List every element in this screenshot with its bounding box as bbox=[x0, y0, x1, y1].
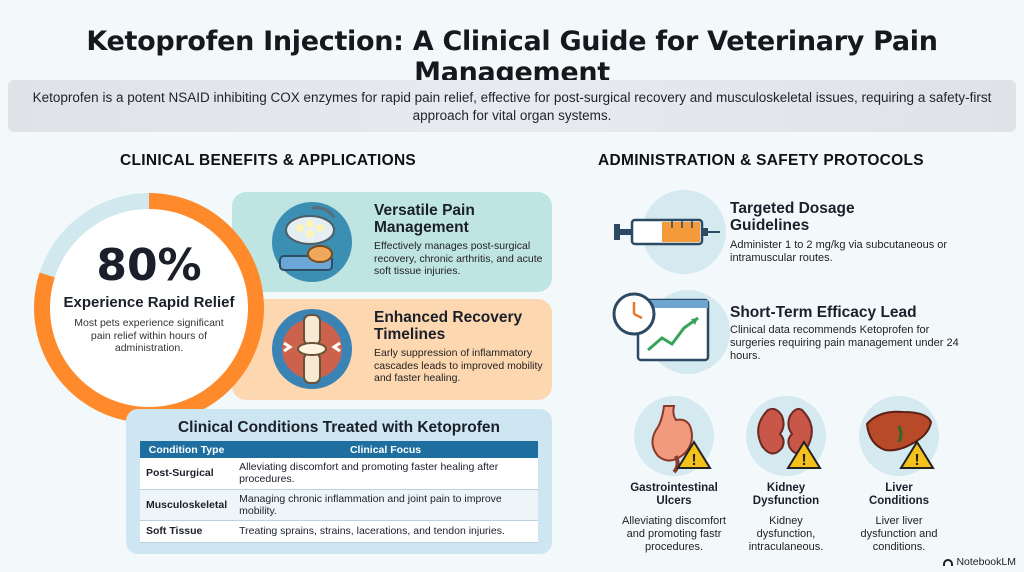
clinical-focus: Alleviating discomfort and promoting fas… bbox=[233, 458, 538, 490]
clinical-focus: Treating sprains, strains, lacerations, … bbox=[233, 520, 538, 543]
clinical-focus: Managing chronic inflammation and joint … bbox=[233, 489, 538, 521]
efficacy-item: Short-Term Efficacy Lead Clinical data r… bbox=[612, 290, 1012, 380]
organ-text: Kidney dysfunction, intraculaneous. bbox=[748, 515, 824, 553]
condition-type: Post-Surgical bbox=[140, 458, 234, 490]
organ-title: Liver Conditions bbox=[868, 482, 930, 507]
kidney-warning-icon: ! bbox=[746, 396, 826, 476]
organ-liver: ! Liver Conditions Liver liver dysfuncti… bbox=[856, 396, 942, 554]
svg-text:!: ! bbox=[914, 452, 919, 469]
svg-text:!: ! bbox=[691, 452, 696, 469]
stat-value: 80% bbox=[96, 240, 202, 291]
versatile-pain-card: Versatile Pain Management Effectively ma… bbox=[232, 192, 552, 292]
organ-title: Gastrointestinal Ulcers bbox=[630, 482, 718, 507]
clock-chart-icon bbox=[612, 290, 712, 375]
efficacy-title: Short-Term Efficacy Lead bbox=[730, 304, 917, 321]
brand-label: NotebookLM bbox=[943, 556, 1016, 568]
table-row: Post-Surgical Alleviating discomfort and… bbox=[140, 458, 538, 490]
surgical-lamp-icon bbox=[272, 202, 352, 282]
organ-kidney: ! Kidney Dysfunction Kidney dysfunction,… bbox=[746, 396, 826, 554]
conditions-title: Clinical Conditions Treated with Ketopro… bbox=[177, 419, 501, 436]
intro-banner: Ketoprofen is a potent NSAID inhibiting … bbox=[8, 80, 1016, 132]
organ-title: Kidney Dysfunction bbox=[752, 482, 820, 507]
conditions-table: Condition Type Clinical Focus Post-Surgi… bbox=[140, 441, 538, 543]
liver-warning-icon: ! bbox=[859, 396, 939, 476]
table-row: Soft Tissue Treating sprains, strains, l… bbox=[140, 520, 538, 543]
stat-label: Experience Rapid Relief bbox=[63, 294, 235, 311]
svg-text:!: ! bbox=[801, 452, 806, 469]
dosage-item: Targeted Dosage Guidelines Administer 1 … bbox=[612, 190, 1012, 280]
page-title: Ketoprofen Injection: A Clinical Guide f… bbox=[86, 26, 938, 88]
conditions-panel: Clinical Conditions Treated with Ketopro… bbox=[126, 409, 552, 554]
efficacy-text: Clinical data recommends Ketoprofen for … bbox=[730, 324, 959, 362]
dosage-title: Targeted Dosage Guidelines bbox=[730, 200, 855, 234]
syringe-icon bbox=[612, 212, 722, 257]
stomach-warning-icon: ! bbox=[634, 396, 714, 476]
organ-text: Alleviating discomfort and promoting fas… bbox=[622, 515, 726, 553]
table-header: Condition Type bbox=[140, 441, 234, 458]
brand-text: NotebookLM bbox=[956, 556, 1016, 568]
recovery-card: Enhanced Recovery Timelines Early suppre… bbox=[232, 299, 552, 400]
card-title: Versatile Pain Management bbox=[374, 202, 475, 236]
table-header: Clinical Focus bbox=[233, 441, 538, 458]
benefits-heading: CLINICAL BENEFITS & APPLICATIONS bbox=[120, 152, 417, 169]
card-title: Enhanced Recovery Timelines bbox=[374, 309, 523, 343]
card-text: Early suppression of inflammatory cascad… bbox=[374, 347, 543, 384]
condition-type: Musculoskeletal bbox=[140, 489, 234, 521]
stat-description: Most pets experience significant pain re… bbox=[74, 317, 224, 354]
dosage-text: Administer 1 to 2 mg/kg via subcutaneous… bbox=[730, 239, 948, 264]
relief-donut-chart: 80% Experience Rapid Relief Most pets ex… bbox=[34, 193, 264, 423]
notebook-logo-icon bbox=[943, 558, 954, 566]
knee-joint-icon bbox=[272, 309, 352, 389]
condition-type: Soft Tissue bbox=[140, 520, 234, 543]
organ-gi: ! Gastrointestinal Ulcers Alleviating di… bbox=[614, 396, 734, 554]
safety-heading: ADMINISTRATION & SAFETY PROTOCOLS bbox=[598, 152, 924, 169]
table-row: Musculoskeletal Managing chronic inflamm… bbox=[140, 489, 538, 521]
organ-text: Liver liver dysfunction and conditions. bbox=[860, 515, 938, 553]
donut-center: 80% Experience Rapid Relief Most pets ex… bbox=[50, 209, 248, 407]
card-text: Effectively manages post-surgical recove… bbox=[374, 240, 543, 277]
